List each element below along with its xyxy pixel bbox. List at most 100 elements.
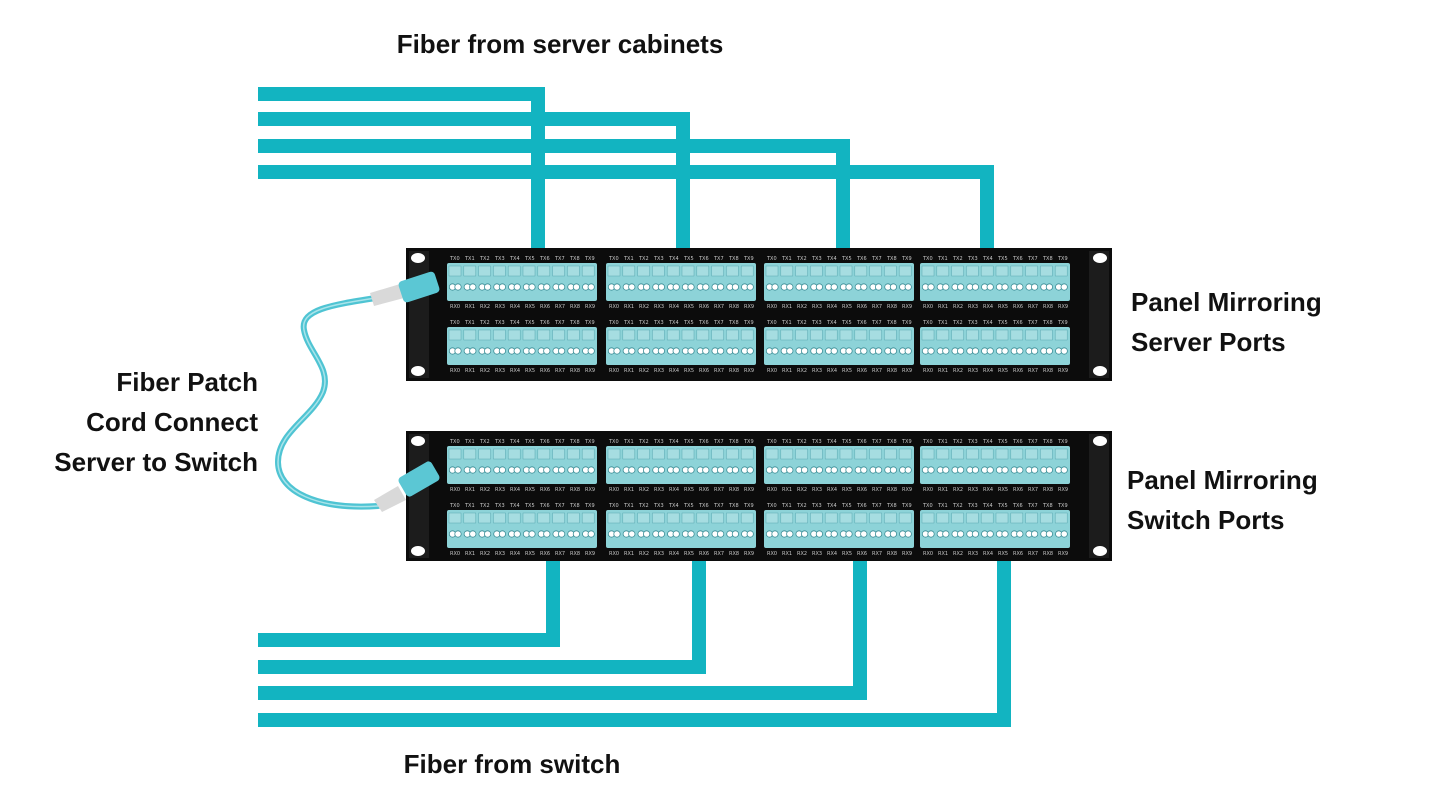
switch-panel-port-ferrule <box>800 466 809 474</box>
switch-panel-tx-label: TX6 <box>856 503 867 509</box>
switch-panel-rx-label: RX3 <box>968 487 978 493</box>
server-panel-port-ferrule <box>454 283 462 291</box>
server-panel-port-top <box>1054 265 1068 277</box>
server-panel-rx-label: RX8 <box>1043 368 1053 374</box>
server-panel-port-top <box>869 329 882 341</box>
server-panel-port-ferrule <box>543 347 551 355</box>
server-panel-tx-label: TX8 <box>569 256 580 262</box>
server-panel-rx-label: RX8 <box>729 304 739 310</box>
server-panel-port-ferrule <box>687 347 695 355</box>
switch-panel-port-ferrule <box>613 530 621 538</box>
switch-panel-rx-label: RX8 <box>887 551 897 557</box>
switch-panel-port-ferrule <box>731 466 740 474</box>
switch-panel-port-ferrule <box>672 466 680 474</box>
patch-cord-label-line-1: Fiber Patch <box>116 367 258 397</box>
server-panel-tx-label: TX5 <box>524 320 535 326</box>
server-panel-port-ferrule <box>716 283 725 291</box>
server-panel-port-top <box>581 329 595 341</box>
switch-panel-port-top <box>637 448 650 460</box>
switch-panel-rx-label: RX2 <box>480 487 490 493</box>
server-panel-rx-label: RX4 <box>669 368 679 374</box>
switch-panel-rx-label: RX2 <box>953 487 963 493</box>
switch-panel-port-ferrule <box>1031 530 1039 538</box>
server-panel-port-ferrule <box>874 347 883 355</box>
switch-panel-port-top <box>780 512 794 524</box>
switch-panel-port-top <box>824 448 838 460</box>
server-panel-tx-label: TX7 <box>1027 256 1038 262</box>
server-panel-tx-label: TX7 <box>1027 320 1038 326</box>
switch-panel-rx-label: RX4 <box>983 487 993 493</box>
switch-panel-tx-label: TX4 <box>982 503 993 509</box>
switch-panel-tx-label: TX2 <box>638 503 649 509</box>
patch-cord-highlight <box>277 297 379 508</box>
server-panel-port-ferrule <box>587 347 595 355</box>
server-panel-port-top <box>980 265 994 277</box>
server-panel-rx-label: RX0 <box>767 368 777 374</box>
server-panel-port-ferrule <box>1045 347 1054 355</box>
switch-panel-port-ferrule <box>498 530 506 538</box>
switch-panel-port-top <box>780 448 794 460</box>
switch-panel-port-top <box>537 512 551 524</box>
switch-panel-port-ferrule <box>927 530 935 538</box>
server-panel-port-top <box>507 265 521 277</box>
switch-panel-tx-label: TX9 <box>743 503 754 509</box>
switch-panel-tx-label: TX4 <box>826 439 837 445</box>
switch-panel-rx-label: RX6 <box>699 487 709 493</box>
server-panel-rx-label: RX2 <box>480 368 490 374</box>
switch-panel-rx-label: RX7 <box>555 551 565 557</box>
switch-panel-port-top <box>493 448 506 460</box>
switch-panel-tx-label: TX5 <box>683 439 694 445</box>
server-panel-mount-hole <box>411 366 425 376</box>
switch-panel-port-ferrule <box>971 530 980 538</box>
server-panel-port-top <box>448 329 462 341</box>
server-panel-tx-label: TX3 <box>653 320 664 326</box>
switch-panel-tx-label: TX9 <box>901 503 912 509</box>
switch-panel-port-top <box>980 512 994 524</box>
switch-panel-rx-label: RX6 <box>540 551 550 557</box>
server-panel-port-ferrule <box>572 283 581 291</box>
server-panel-port-ferrule <box>454 347 462 355</box>
server-panel-left-ear <box>409 251 429 378</box>
switch-panel-port-top <box>711 448 724 460</box>
switch-panel-tx-label: TX3 <box>494 503 505 509</box>
switch-panel-tx-label: TX3 <box>653 439 664 445</box>
server-panel-rx-label: RX9 <box>902 304 912 310</box>
switch-panel-port-top <box>980 448 994 460</box>
switch-panel-rx-label: RX6 <box>857 487 867 493</box>
switch-panel-port-ferrule <box>498 466 506 474</box>
server-panel-rx-label: RX0 <box>609 304 619 310</box>
server-panel-tx-label: TX4 <box>982 320 993 326</box>
switch-panel-rx-label: RX2 <box>797 487 807 493</box>
server-panel-port-top <box>1025 329 1038 341</box>
switch-panel-rx-label: RX8 <box>887 487 897 493</box>
switch-panel-tx-label: TX1 <box>623 439 634 445</box>
switch-panel-tx-label: TX5 <box>997 439 1008 445</box>
switch-panel-port-ferrule <box>483 530 492 538</box>
server-panel-tx-label: TX4 <box>982 256 993 262</box>
server-panel-port-top <box>493 265 506 277</box>
switch-panel-rx-label: RX0 <box>767 551 777 557</box>
server-panel-rx-label: RX1 <box>782 304 792 310</box>
server-panel-port-top <box>581 265 595 277</box>
server-panel-rx-label: RX1 <box>782 368 792 374</box>
server-panel-port-top <box>493 329 506 341</box>
server-panel-tx-label: TX4 <box>668 320 679 326</box>
server-panel-rx-label: RX3 <box>495 304 505 310</box>
switch-panel-tx-label: TX0 <box>766 439 777 445</box>
server-panel-port-top <box>854 329 868 341</box>
server-panel-port-ferrule <box>971 347 980 355</box>
switch-panel-port-top <box>1040 448 1053 460</box>
server-panel-port-top <box>898 265 912 277</box>
server-panel-port-ferrule <box>731 347 740 355</box>
server-panel-tx-label: TX6 <box>856 256 867 262</box>
switch-panel-rx-label: RX5 <box>998 551 1008 557</box>
switch-panel-rx-label: RX4 <box>827 487 837 493</box>
server-panel-port-ferrule <box>469 283 477 291</box>
server-panel-rx-label: RX3 <box>968 368 978 374</box>
server-panel-rx-label: RX0 <box>609 368 619 374</box>
server-panel-tx-label: TX0 <box>608 320 619 326</box>
server-panel-tx-label: TX4 <box>509 320 520 326</box>
switch-panel-port-ferrule <box>815 466 824 474</box>
